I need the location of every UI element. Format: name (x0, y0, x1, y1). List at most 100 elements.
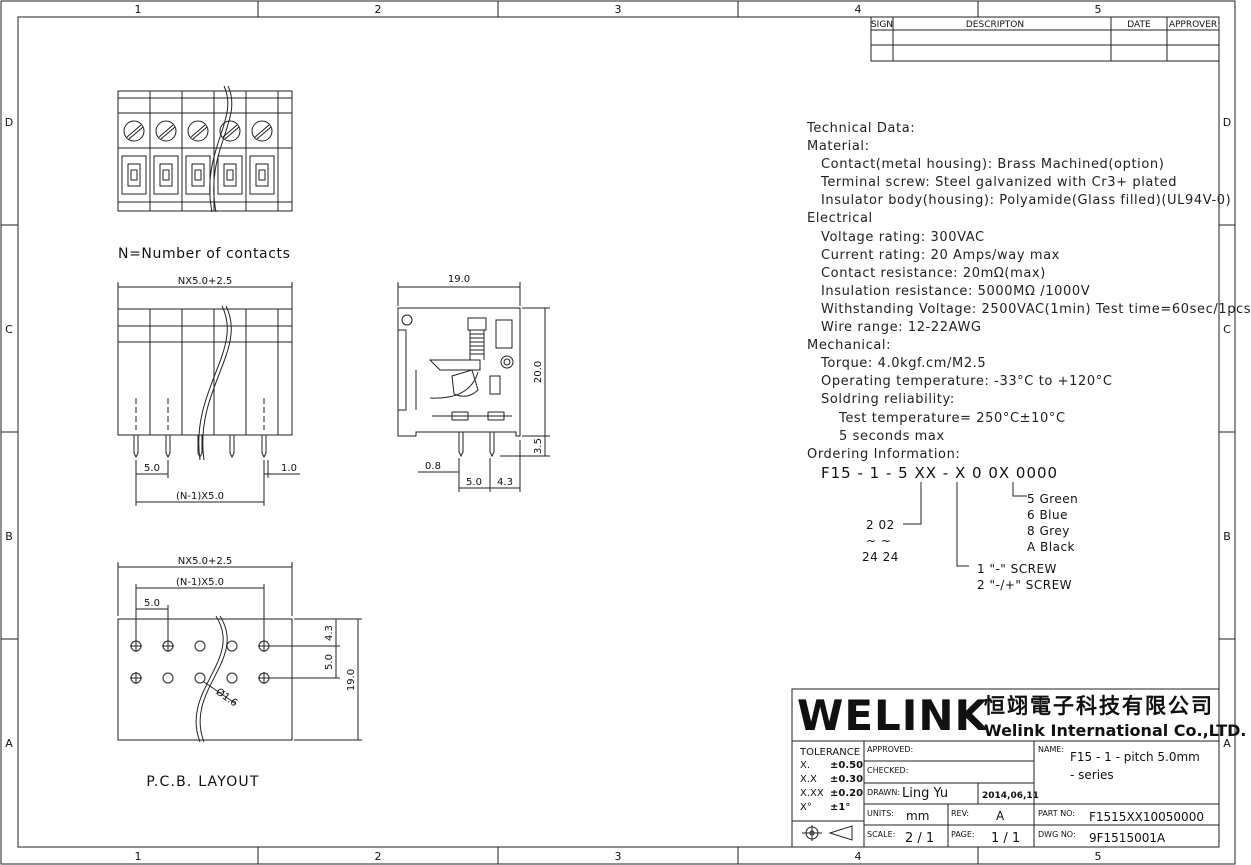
svg-text:±0.50: ±0.50 (830, 760, 863, 771)
pin-icon (458, 432, 495, 458)
rev-value: A (996, 809, 1005, 823)
technical-data-line: Operating temperature: -33°C to +120°C (821, 374, 1113, 390)
svg-text:±1°: ±1° (830, 802, 850, 813)
dim-pcb-top: 4.3 (324, 625, 335, 641)
count-top: 2 02 (866, 518, 895, 532)
row-label-left: A (5, 737, 13, 750)
wire-entry-icon (121, 155, 275, 195)
technical-data-line: Test temperature= 250°C±10°C (839, 410, 1066, 426)
contacts-note: N=Number of contacts (118, 246, 291, 262)
name-line-1: F15 - 1 - pitch 5.0mm (1070, 750, 1200, 764)
dim-pcb-span: (N-1)X5.0 (176, 577, 224, 588)
page-label: PAGE: (951, 830, 975, 839)
row-label-right: D (1223, 116, 1231, 129)
title-block (791, 688, 1220, 848)
ordering-options: 5 Green 6 Blue 8 Grey A Black 2 02 ~ ~ 2… (862, 492, 1078, 592)
units-label: UNITS: (867, 809, 894, 818)
rev-label: REV: (951, 809, 969, 818)
tolerance-list: X.±0.50 X.X±0.30 X.XX±0.20 X°±1° (800, 760, 863, 813)
dim-pcb-height: 19.0 (346, 669, 357, 691)
color-option: 6 Blue (1027, 508, 1068, 522)
technical-data-line: Ordering Information: (807, 446, 961, 462)
color-option: 5 Green (1027, 492, 1078, 506)
dim-front-pitch: 5.0 (144, 463, 160, 474)
technical-data-line: Soldring reliability: (821, 392, 955, 408)
rev-header-description: DESCRIPTON (966, 20, 1024, 30)
col-label-top: 2 (375, 3, 382, 16)
pcb-layout (117, 562, 362, 743)
row-label-right: C (1223, 323, 1231, 336)
row-label-right: A (1223, 737, 1231, 750)
technical-data-line: Withstanding Voltage: 2500VAC(1min) Test… (821, 301, 1251, 317)
dim-side-pin: 3.5 (533, 438, 544, 454)
col-label-bottom: 2 (375, 850, 382, 863)
hole-icon (130, 640, 270, 684)
pcb-layout-label: P.C.B. LAYOUT (146, 774, 259, 790)
dwgno-value: 9F1515001A (1089, 831, 1166, 845)
dim-pcb-pitch: 5.0 (144, 598, 160, 609)
svg-text:±0.30: ±0.30 (830, 774, 863, 785)
dwgno-label: DWG NO: (1038, 830, 1076, 839)
col-label-top: 3 (615, 3, 622, 16)
technical-data-line: Current rating: 20 Amps/way max (821, 247, 1060, 263)
svg-text:X.XX: X.XX (800, 788, 824, 799)
front-view (117, 282, 300, 506)
technical-data-line: Material: (807, 139, 870, 155)
units-value: mm (906, 809, 929, 823)
tolerance-label: TOLERANCE (799, 747, 860, 758)
col-label-bottom: 4 (855, 850, 862, 863)
technical-data-line: Contact(metal housing): Brass Machined(o… (821, 157, 1165, 173)
scale-label: SCALE: (867, 830, 895, 839)
top-view (117, 85, 293, 213)
color-option: 8 Grey (1027, 524, 1070, 538)
dim-front-pin-offset: 1.0 (281, 463, 297, 474)
zone-labels: 1 2 3 4 5 1 2 3 4 5 D C B A D C B A (5, 3, 1231, 863)
col-label-bottom: 3 (615, 850, 622, 863)
revision-table: SIGN DESCRIPTON DATE APPROVER (870, 16, 1220, 62)
dim-front-width: NX5.0+2.5 (178, 276, 233, 287)
technical-data-line: Wire range: 12-22AWG (821, 320, 982, 336)
dim-front-span: (N-1)X5.0 (176, 491, 224, 502)
col-label-bottom: 5 (1095, 850, 1102, 863)
drawn-date: 2014,06,11 (982, 791, 1039, 801)
svg-text:±0.20: ±0.20 (830, 788, 863, 799)
partno-value: F1515XX10050000 (1089, 810, 1204, 824)
pin-icon (133, 435, 267, 459)
dim-hole: Ø1.6 (214, 686, 240, 709)
technical-data-line: Electrical (807, 211, 873, 227)
technical-data-line: 5 seconds max (839, 428, 945, 444)
ordering-code: F15 - 1 - 5 XX - X 0 0X 0000 (821, 464, 1058, 482)
row-label-right: B (1223, 530, 1231, 543)
dim-pcb-width: NX5.0+2.5 (178, 556, 233, 567)
approved-label: APPROVED: (867, 745, 913, 754)
company-logo: WELINK (797, 691, 989, 740)
technical-data-line: Terminal screw: Steel galvanized with Cr… (821, 175, 1178, 191)
svg-text:X°: X° (800, 802, 812, 813)
drawn-label: DRAWN: (867, 788, 900, 797)
scale-value: 2 / 1 (905, 831, 934, 846)
dim-side-width: 19.0 (448, 274, 470, 285)
technical-data-line: Contact resistance: 20mΩ(max) (821, 265, 1046, 281)
col-label-top: 4 (855, 3, 862, 16)
technical-data-line: Insulation resistance: 5000MΩ /1000V (821, 283, 1091, 299)
color-option: A Black (1027, 540, 1075, 554)
page-value: 1 / 1 (991, 831, 1020, 846)
col-label-bottom: 1 (135, 850, 142, 863)
screw-icon (123, 120, 273, 142)
technical-data-line: Insulator body(housing): Polyamide(Glass… (821, 193, 1232, 209)
dim-pcb-row-pitch: 5.0 (324, 654, 335, 670)
company-name-cn: 恒翊電子科技有限公司 (984, 694, 1214, 718)
company-name-en: Welink International Co.,LTD. (984, 721, 1247, 740)
technical-data-line: Technical Data: (807, 121, 916, 136)
checked-label: CHECKED: (867, 766, 908, 775)
rev-header-date: DATE (1127, 20, 1151, 30)
technical-data-list: Technical Data: Material: Contact(metal ho… (807, 120, 1251, 464)
drawn-by: Ling Yu (902, 786, 948, 801)
technical-data-line: Voltage rating: 300VAC (821, 229, 985, 245)
screw-option: 1 "-" SCREW (977, 562, 1057, 576)
technical-data-line: Mechanical: (807, 338, 892, 354)
screw-option: 2 "-/+" SCREW (977, 578, 1072, 592)
ordering-leaders (903, 482, 1027, 567)
name-line-2: - series (1070, 768, 1114, 782)
